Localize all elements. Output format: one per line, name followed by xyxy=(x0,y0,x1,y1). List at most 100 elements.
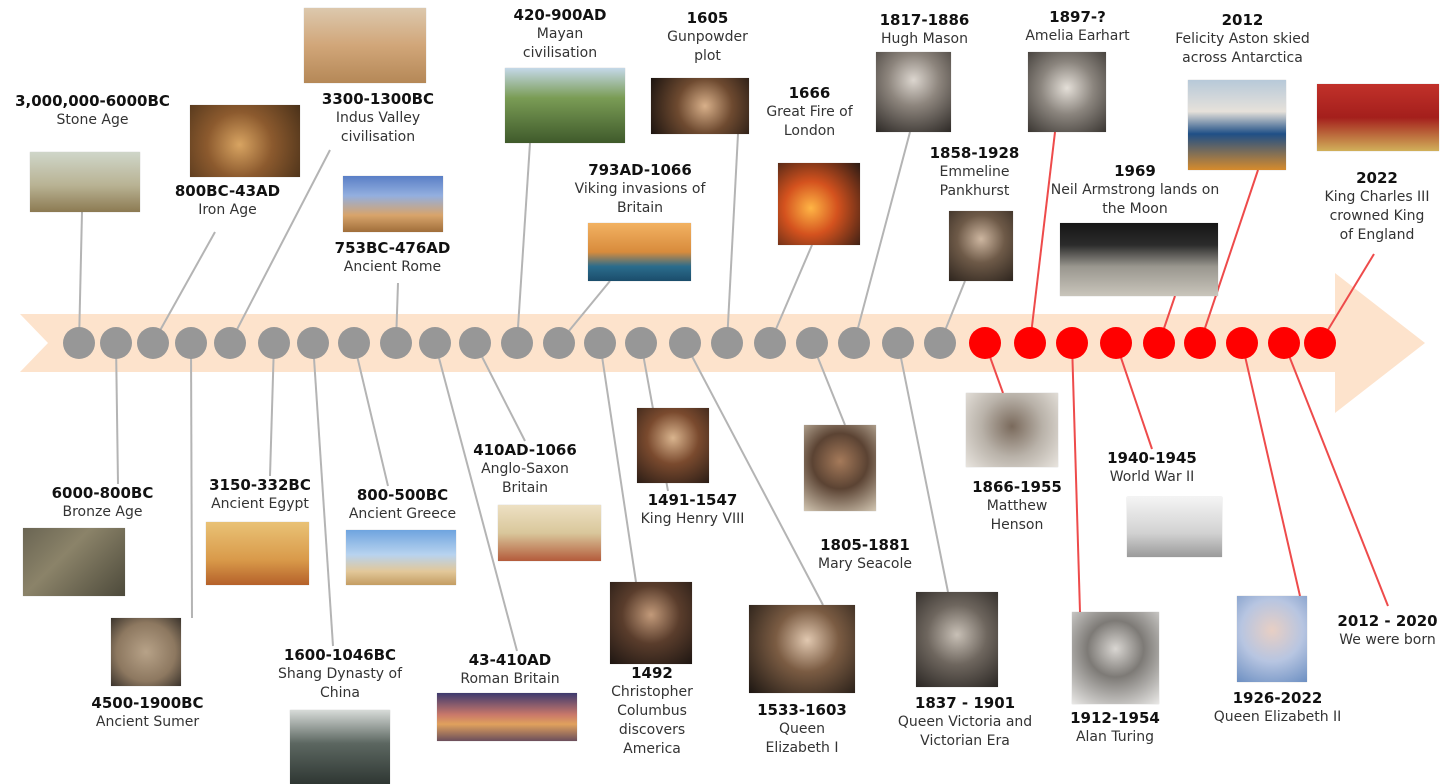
event-label: Ancient Egypt xyxy=(211,496,309,512)
event-date: 420-900AD xyxy=(513,6,607,24)
event-label: Ancient Greece xyxy=(348,506,457,522)
indus-ruins-picture xyxy=(304,8,426,83)
event-label: Great Fire of London xyxy=(766,104,853,139)
timeline-dot xyxy=(419,327,451,359)
event-label: Matthew Henson xyxy=(986,498,1048,533)
timeline-dot xyxy=(1184,327,1216,359)
henry-viii-portrait xyxy=(637,408,709,483)
event-date: 1926-2022 xyxy=(1232,689,1323,707)
bronze-age-people-picture xyxy=(23,528,125,596)
timeline-dot xyxy=(100,327,132,359)
timeline-dot xyxy=(711,327,743,359)
timeline-dot xyxy=(258,327,290,359)
connector-line xyxy=(152,231,216,344)
event-label: Stone Age xyxy=(56,112,129,128)
event-shang-dynasty: 1600-1046BC Shang Dynasty of China xyxy=(270,646,410,703)
cuneiform-tablet-picture xyxy=(111,618,181,686)
timeline-dot xyxy=(214,327,246,359)
event-date: 2012 - 2020 xyxy=(1337,612,1438,630)
timeline-dot xyxy=(1100,327,1132,359)
mammoth-hunt-picture xyxy=(30,152,140,212)
event-date: 793AD-1066 xyxy=(588,161,692,179)
event-label: Queen Elizabeth II xyxy=(1213,709,1342,725)
guy-fawkes-portrait xyxy=(651,78,749,134)
timeline-dot xyxy=(882,327,914,359)
egyptian-painting-picture xyxy=(206,522,309,585)
connector-line xyxy=(1283,342,1389,607)
event-date: 6000-800BC xyxy=(51,484,154,502)
felicity-aston-portrait xyxy=(1188,80,1286,170)
event-label: Ancient Rome xyxy=(343,259,442,275)
timeline-dot xyxy=(838,327,870,359)
event-date: 1492 xyxy=(631,664,673,682)
queen-victoria-portrait xyxy=(916,592,998,687)
colosseum-picture xyxy=(343,176,443,232)
event-roman-britain: 43-410AD Roman Britain xyxy=(440,651,580,689)
iron-age-forge-picture xyxy=(190,105,300,177)
connector-line xyxy=(115,342,119,485)
event-label: Viking invasions of Britain xyxy=(574,181,706,216)
event-date: 1666 xyxy=(788,84,831,102)
event-date: 1858-1928 xyxy=(929,144,1020,162)
event-date: 1969 xyxy=(1114,162,1156,180)
event-amelia-earhart: 1897-? Amelia Earhart xyxy=(1015,8,1140,46)
timeline-dot xyxy=(338,327,370,359)
timeline-dot xyxy=(584,327,616,359)
event-date: 1940-1945 xyxy=(1107,449,1197,467)
event-queen-victoria: 1837 - 1901 Queen Victoria and Victorian… xyxy=(885,694,1045,751)
connector-line xyxy=(229,149,331,344)
roman-britain-landscape-picture xyxy=(437,693,577,741)
event-mayan: 420-900AD Mayan civilisation xyxy=(505,6,615,63)
event-label: Queen Victoria and Victorian Era xyxy=(897,714,1033,749)
event-iron-age: 800BC-43AD Iron Age xyxy=(160,182,295,220)
event-label: Bronze Age xyxy=(62,504,143,520)
connector-line xyxy=(1071,342,1081,613)
event-label: Neil Armstrong lands on the Moon xyxy=(1050,182,1220,217)
event-label: Alan Turing xyxy=(1075,729,1155,745)
timeline-dot xyxy=(924,327,956,359)
event-moon-landing: 1969 Neil Armstrong lands on the Moon xyxy=(1040,162,1230,219)
connector-line xyxy=(1319,253,1375,344)
event-label: Hugh Mason xyxy=(880,31,968,47)
event-label: Felicity Aston skied across Antarctica xyxy=(1175,31,1310,66)
event-henry-viii: 1491-1547 King Henry VIII xyxy=(640,491,745,529)
timeline-dot xyxy=(137,327,169,359)
connector-line xyxy=(434,342,518,652)
event-we-were-born: 2012 - 2020 We were born xyxy=(1325,612,1450,650)
connector-line xyxy=(853,131,911,344)
event-hugh-mason: 1817-1886 Hugh Mason xyxy=(862,11,987,49)
event-ancient-rome: 753BC-476AD Ancient Rome xyxy=(325,239,460,277)
hugh-mason-portrait xyxy=(876,52,951,132)
event-date: 1897-? xyxy=(1049,8,1106,26)
event-label: Indus Valley civilisation xyxy=(335,110,421,145)
connector-line xyxy=(190,342,193,619)
connector-line xyxy=(769,244,813,344)
connector-line xyxy=(1115,342,1153,450)
timeline-dot xyxy=(1143,327,1175,359)
timeline-dot xyxy=(297,327,329,359)
event-alan-turing: 1912-1954 Alan Turing xyxy=(1060,709,1170,747)
event-mary-seacole: 1805-1881 Mary Seacole xyxy=(800,536,930,574)
event-date: 2012 xyxy=(1221,11,1264,29)
connector-line xyxy=(474,342,526,442)
event-label: Shang Dynasty of China xyxy=(277,666,403,701)
event-date: 3150-332BC xyxy=(209,476,311,494)
connector-line xyxy=(599,342,637,583)
event-date: 1817-1886 xyxy=(879,11,970,29)
event-matthew-henson: 1866-1955 Matthew Henson xyxy=(962,478,1072,535)
matthew-henson-portrait xyxy=(966,393,1058,467)
columbus-portrait xyxy=(610,582,692,664)
timeline-dot xyxy=(625,327,657,359)
alan-turing-portrait xyxy=(1072,612,1159,704)
event-date: 1491-1547 xyxy=(647,491,738,509)
timeline-dot xyxy=(1304,327,1336,359)
event-gunpowder-plot: 1605 Gunpowder plot xyxy=(655,9,760,66)
elizabeth-ii-portrait xyxy=(1237,596,1307,682)
event-ancient-sumer: 4500-1900BC Ancient Sumer xyxy=(75,694,220,732)
event-label: Amelia Earhart xyxy=(1025,28,1130,44)
event-label: Queen Elizabeth I xyxy=(765,721,839,756)
connector-line xyxy=(1199,169,1259,344)
event-label: Mayan civilisation xyxy=(522,26,598,61)
